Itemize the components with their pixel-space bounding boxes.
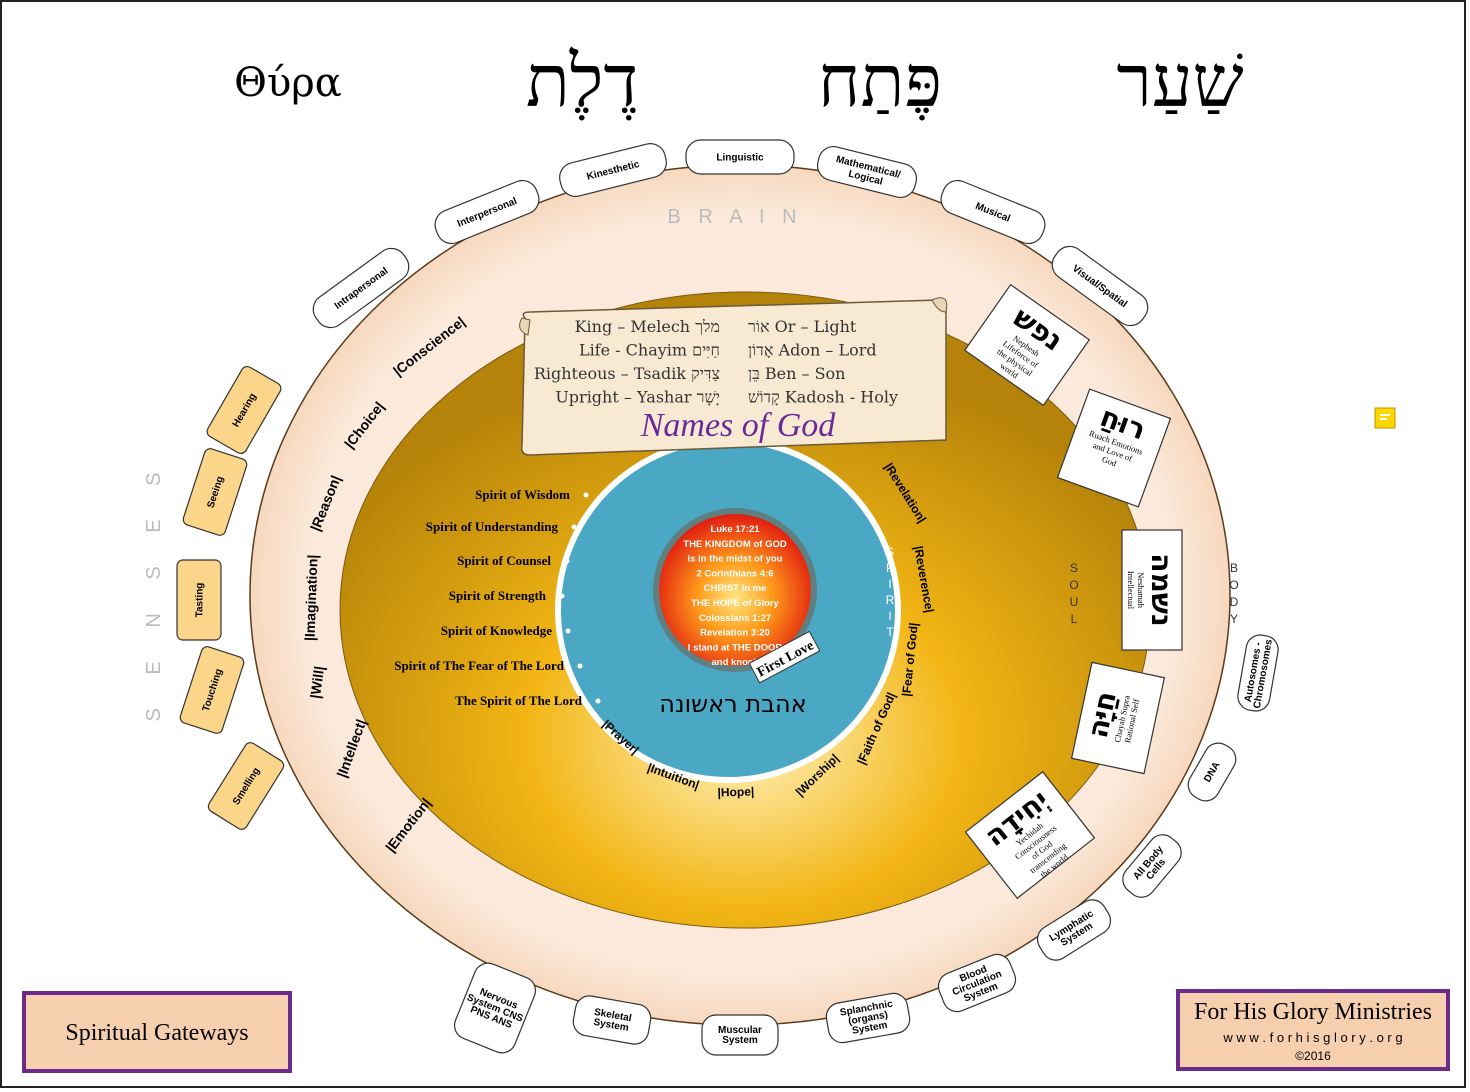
footer-left: Spiritual Gateways [22,991,292,1073]
soul-faculty-4: |Imagination| [302,554,321,641]
soul-faculty-5: |Will| [307,665,327,700]
footer-right: For His Glory Ministries w w w . f o r h… [1176,989,1450,1071]
intelligence-pill-6: Musical [940,179,1046,245]
intelligence-pill-3: Kinesthetic [559,143,667,197]
core-line-9: I stand at THE DOOR [688,642,783,653]
core-line-7: Colossians 1:27 [699,613,771,624]
seven-spirit-1: Spirit of Wisdom [475,487,570,502]
body-system-pill-5: BloodCirculationSystem [937,953,1017,1013]
sense-tab-tasting: Tasting [176,559,222,641]
body-system-pill-8: SkeletalSystem [572,995,652,1045]
svg-text:S: S [886,545,894,559]
core-line-2: THE KINGDOM of GOD [683,539,787,550]
hebrew-delet-title: דֶלֶת [526,39,638,123]
names-of-god-title: Names of God [640,407,837,444]
core-line-4: 2 Corinthians 4:6 [696,568,773,579]
sense-tab-seeing: Seeing [182,448,248,536]
senses-label: S E N S E S [143,459,165,722]
seven-spirit-4: Spirit of Strength [449,588,547,603]
soul-level-hebrew-3: נשמה [1145,553,1178,626]
intelligence-pill-4-label: Linguistic [716,152,764,163]
core-line-10: and knock [712,657,760,668]
svg-text:B: B [1230,561,1238,575]
name-of-god-right-3: בֵּן Ben – Son [748,364,845,383]
body-system-pill-3: All BodyCells [1122,834,1182,898]
greek-title: Θύρα [234,60,342,106]
svg-text:O: O [1229,578,1238,592]
svg-text:I: I [888,609,891,623]
name-of-god-right-2: אָדוֹן Adon – Lord [748,341,877,360]
seven-spirit-5: Spirit of Knowledge [441,623,552,638]
svg-text:S: S [1070,561,1078,575]
spirit-faculty-6: |Hope| [717,784,754,799]
soul-level-box-2: רוּחַRuach Emotionsand Love ofGod [1056,388,1172,508]
core-line-8: Revelation 3:20 [700,628,770,639]
svg-text:I: I [888,577,891,591]
sense-tab-tasting-label: Tasting [194,583,205,618]
core-line-1: Luke 17:21 [710,524,760,535]
svg-text:D: D [1230,595,1239,609]
core-line-3: is in the midst of you [687,554,782,565]
name-of-god-left-1: King – Melech מלך [575,317,720,336]
body-system-pill-2: DNA [1187,742,1237,802]
seven-spirit-6: Spirit of The Fear of The Lord [394,658,565,673]
core-circle [659,514,811,666]
intelligence-pill-4: Linguistic [685,139,795,175]
soul-level-text-3: NeshamahIntellectual [1126,571,1146,610]
core-line-6: THE HOPE of Glory [691,598,779,609]
name-of-god-left-4: Upright – Yashar יָשָׁר [555,388,720,407]
seven-spirit-3: Spirit of Counsel [457,553,551,568]
body-system-pill-4: LymphaticSystem [1036,899,1112,961]
sense-tab-hearing: Hearing [206,365,282,455]
svg-text:U: U [1070,595,1079,609]
hebrew-petach-title: פֶּתַח [818,39,942,123]
footer-url: w w w . f o r h i s g l o r y . o r g [1222,1030,1402,1045]
name-of-god-left-3: Righteous – Tsadik צַדִּיק [534,364,720,383]
sense-tab-smelling: Smelling [207,742,285,830]
core-line-5: CHRIST in me [704,583,767,594]
footer-year: ©2016 [1295,1049,1331,1063]
seven-spirit-2: Spirit of Understanding [426,519,559,534]
svg-text:O: O [1069,578,1078,592]
svg-text:P: P [886,561,894,575]
seven-spirit-7: The Spirit of The Lord [455,693,583,708]
ahavat-rishonah-label: אהבת ראשונה [659,690,806,718]
body-system-pill-9: NervousSystem CNSPNS ANS [453,962,537,1054]
body-system-pill-6: Splanchnic(organs)System [825,992,911,1044]
name-of-god-right-1: אוֹר Or – Light [748,317,857,336]
svg-text:R: R [886,593,895,607]
svg-text:L: L [1071,612,1078,626]
svg-text:T: T [886,625,894,639]
brain-label: B R A I N [667,206,802,228]
footer-org: For His Glory Ministries [1194,999,1432,1025]
sense-tab-touching: Touching [179,646,245,734]
svg-text:Y: Y [1230,612,1238,626]
body-system-pill-1: Autosomes -Chromosomes [1237,634,1279,712]
name-of-god-right-4: קָדוֹשׁ Kadosh - Holy [748,388,898,407]
name-of-god-left-2: Life - Chayim חַיִּים [579,341,720,360]
hebrew-shaar-title: שַׁעַר [1116,39,1243,123]
comment-icon[interactable] [1374,407,1396,429]
footer-left-title: Spiritual Gateways [65,1020,248,1046]
